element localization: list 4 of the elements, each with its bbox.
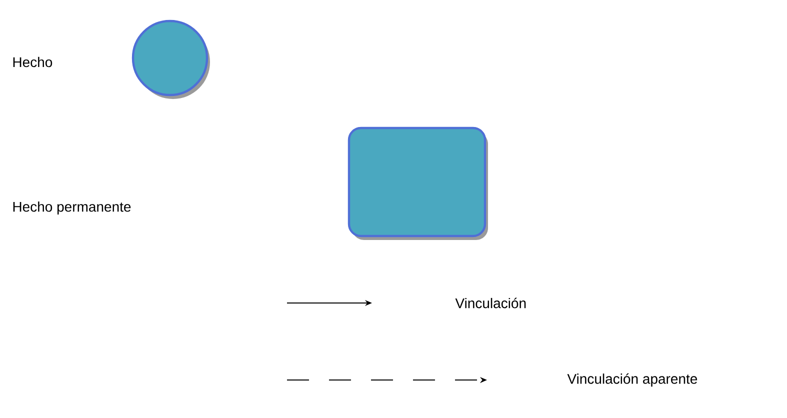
legend-label: Vinculación <box>455 298 526 308</box>
legend-label: Hecho permanente <box>13 201 131 215</box>
legend-label: Hecho <box>13 56 52 68</box>
legend-label: Vinculación aparente <box>567 373 698 387</box>
